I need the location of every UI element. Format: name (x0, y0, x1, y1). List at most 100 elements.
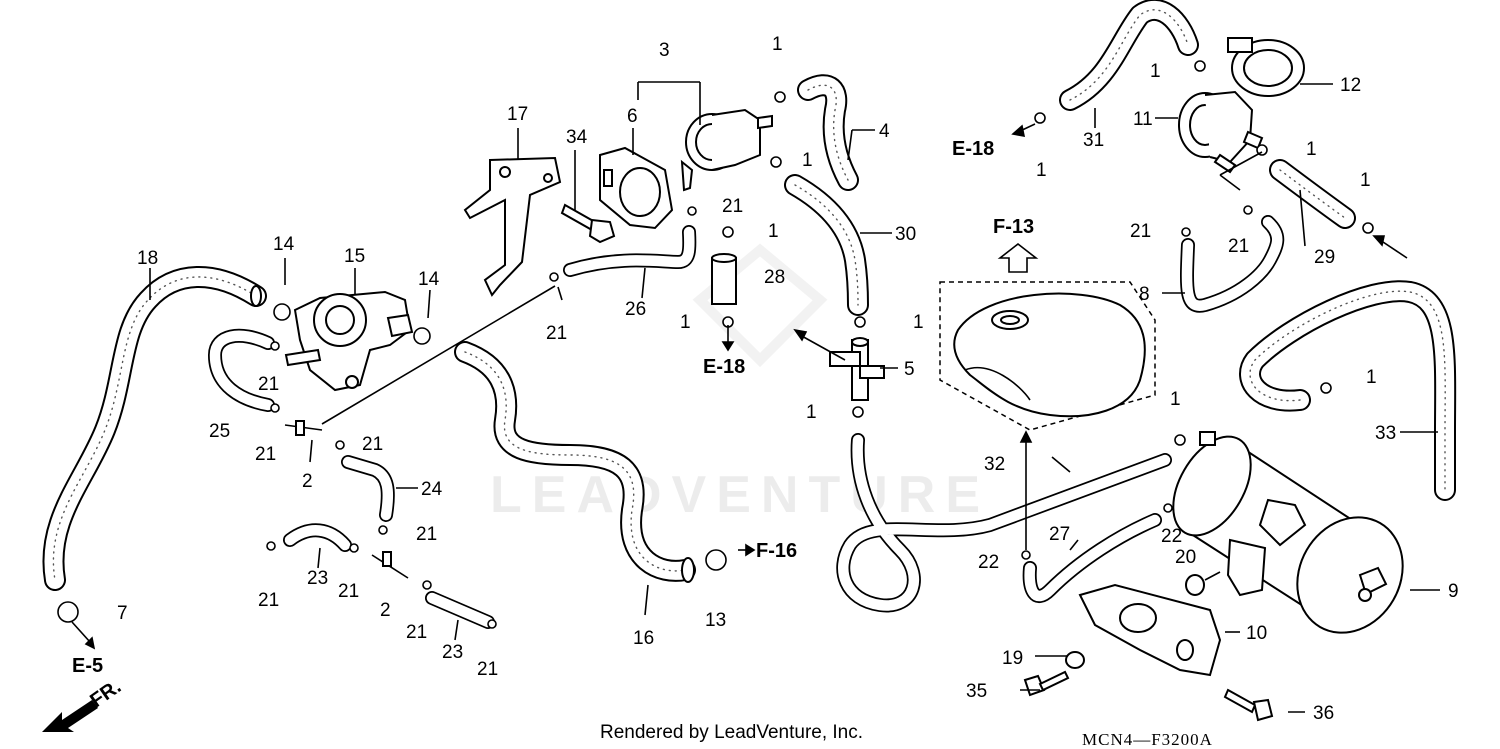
ref-f13: F-13 (993, 216, 1034, 238)
leader-lines (149, 81, 1440, 713)
clips (57, 60, 1374, 629)
callout-21: 21 (362, 434, 383, 455)
callout-21: 21 (477, 659, 498, 680)
callout-1: 1 (768, 221, 779, 242)
reference-labels: E-18 E-18 F-13 F-16 E-5 FR. (72, 138, 1034, 712)
callout-20: 20 (1175, 547, 1196, 568)
bolt-36[interactable] (1223, 688, 1274, 722)
callout-24: 24 (421, 479, 443, 500)
callout-28: 28 (764, 267, 785, 288)
hose-18[interactable] (42, 266, 267, 591)
joint-5[interactable] (829, 337, 885, 401)
valve-11[interactable] (1178, 90, 1264, 174)
hose-4[interactable] (797, 74, 859, 191)
callout-1: 1 (913, 312, 924, 333)
callout-36: 36 (1313, 703, 1334, 724)
hose-main-loop[interactable] (836, 433, 1172, 613)
joint-pipe-2a[interactable] (284, 420, 323, 436)
hose-24[interactable] (341, 455, 395, 522)
hose-23a[interactable] (283, 523, 352, 552)
callout-18: 18 (137, 248, 158, 269)
hose-30[interactable] (784, 174, 869, 316)
callout-11: 11 (1133, 109, 1153, 130)
ref-e18-mid: E-18 (703, 356, 745, 378)
hose-23b[interactable] (425, 591, 495, 629)
hose-31[interactable] (1059, 0, 1199, 111)
fuel-tank-f13[interactable] (939, 281, 1156, 431)
callout-21: 21 (546, 323, 567, 344)
hose-16[interactable] (454, 341, 696, 583)
gasket-6[interactable] (599, 146, 674, 230)
callout-29: 29 (1314, 247, 1335, 268)
callout-1: 1 (802, 150, 813, 171)
callout-21: 21 (722, 196, 743, 217)
callout-35: 35 (966, 681, 987, 702)
callout-14: 14 (273, 234, 295, 255)
hose-8[interactable] (1180, 215, 1285, 313)
hose-25[interactable] (208, 328, 275, 412)
callout-8: 8 (1139, 284, 1150, 305)
callout-31: 31 (1083, 130, 1104, 151)
callout-19: 19 (1002, 648, 1023, 669)
callout-1: 1 (772, 34, 783, 55)
callout-21: 21 (338, 581, 359, 602)
watermark: LEADVENTURE (490, 243, 990, 524)
callout-16: 16 (633, 628, 654, 649)
fr-arrow (42, 700, 98, 732)
callout-21: 21 (258, 590, 279, 611)
callout-30: 30 (895, 224, 916, 245)
callout-1: 1 (1170, 389, 1181, 410)
callout-9: 9 (1448, 581, 1459, 602)
callout-5: 5 (904, 359, 915, 380)
bolt-34[interactable] (560, 203, 616, 244)
watermark-text: LEADVENTURE (490, 466, 990, 524)
callout-1: 1 (1306, 139, 1317, 160)
callout-23: 23 (307, 568, 328, 589)
callout-3: 3 (659, 40, 670, 61)
callout-27: 27 (1049, 524, 1070, 545)
callout-1: 1 (1360, 170, 1371, 191)
callout-1: 1 (1036, 160, 1047, 181)
callout-14: 14 (418, 269, 440, 290)
reference-arrows (71, 123, 1408, 650)
joint-pipe-2b[interactable] (371, 551, 409, 579)
callout-1: 1 (1150, 61, 1161, 82)
callout-25: 25 (209, 421, 230, 442)
washer-19[interactable] (1065, 651, 1085, 669)
collar-20[interactable] (1185, 574, 1205, 596)
callout-34: 34 (566, 127, 588, 148)
ref-e18-top: E-18 (952, 138, 994, 160)
bracket-10[interactable] (1078, 498, 1307, 677)
callout-1: 1 (680, 312, 691, 333)
callout-6: 6 (627, 106, 638, 127)
valve-3[interactable] (680, 108, 773, 192)
hose-28[interactable] (711, 253, 737, 305)
callout-32: 32 (984, 454, 1005, 475)
hose-29[interactable] (1269, 159, 1356, 229)
callout-1: 1 (806, 402, 817, 423)
hose-33[interactable] (1239, 280, 1457, 501)
clamp-band-12[interactable] (1227, 37, 1305, 97)
callout-26: 26 (625, 299, 646, 320)
bolt-35[interactable] (1023, 670, 1070, 697)
bracket-17[interactable] (463, 156, 562, 297)
air-valve-15[interactable] (284, 290, 414, 392)
callout-2: 2 (380, 600, 391, 621)
callout-17: 17 (507, 104, 528, 125)
hose-26[interactable] (563, 225, 697, 277)
callout-15: 15 (344, 246, 365, 267)
ref-e5: E-5 (72, 655, 103, 677)
callout-12: 12 (1340, 75, 1361, 96)
callout-22: 22 (978, 552, 999, 573)
callout-21: 21 (1228, 236, 1249, 257)
footer-credit: Rendered by LeadVenture, Inc. (600, 722, 863, 743)
callout-21: 21 (416, 524, 437, 545)
callout-2: 2 (302, 471, 313, 492)
callout-1: 1 (1366, 367, 1377, 388)
ref-f16: F-16 (756, 540, 797, 562)
callout-10: 10 (1246, 623, 1267, 644)
hose-27[interactable] (1022, 513, 1162, 603)
callout-21: 21 (1130, 221, 1151, 242)
callout-33: 33 (1375, 423, 1396, 444)
